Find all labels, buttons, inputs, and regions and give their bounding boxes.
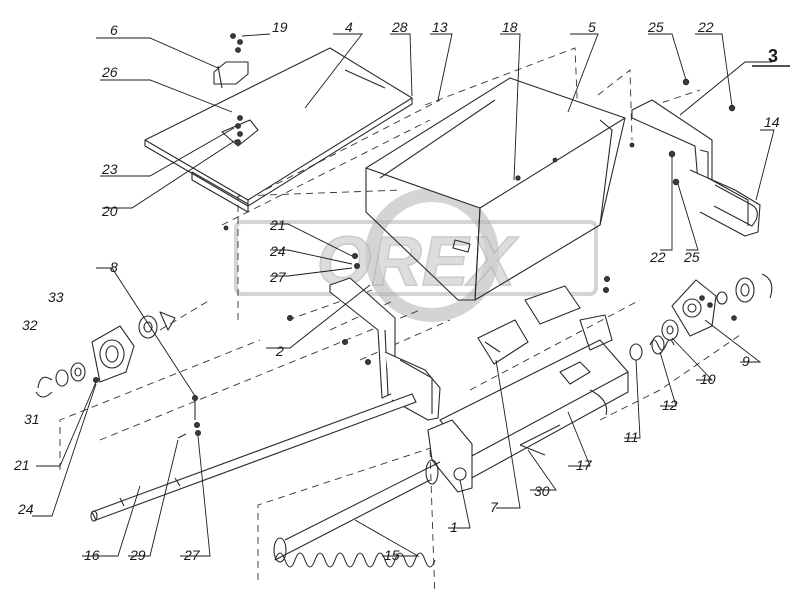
callout-20: 20: [101, 203, 118, 219]
part-15-spring: [273, 459, 441, 568]
part-4-cover-plate: [144, 47, 413, 231]
callout-17: 17: [576, 457, 593, 473]
callout-26: 26: [101, 64, 118, 80]
part-21-nut: [93, 376, 100, 383]
callout-10: 10: [700, 371, 716, 387]
callout-33: 33: [48, 289, 64, 305]
part-1-main-housing: [427, 314, 629, 493]
part-32-washer: [55, 369, 69, 387]
callout-underlines: [96, 37, 790, 177]
callout-21-mid: 21: [269, 217, 286, 233]
callout-27-bottom: 27: [183, 547, 201, 563]
callout-24-mid: 24: [269, 243, 286, 259]
part-3-right-bracket: [631, 78, 761, 237]
callout-6: 6: [110, 22, 118, 38]
part-33-bearing: [70, 362, 86, 382]
part-left-bearing-housing: [91, 311, 176, 383]
callout-8: 8: [110, 259, 118, 275]
callout-22-top: 22: [697, 19, 714, 35]
part-11-ring: [629, 343, 643, 361]
part-16-shaft: [90, 393, 417, 522]
part-9-right-bearing-housing: [671, 279, 717, 337]
part-8-bolt: [191, 394, 201, 436]
callout-25-right: 25: [683, 249, 700, 265]
callout-9: 9: [742, 353, 750, 369]
part-12-spring: [649, 335, 675, 355]
callout-labels: 6 19 4 28 13 18 5 25 22 3 26 14 23 20 22…: [13, 19, 780, 563]
callout-22-right: 22: [649, 249, 666, 265]
callout-7: 7: [490, 499, 499, 515]
callout-29: 29: [129, 547, 146, 563]
callout-21-left: 21: [13, 457, 30, 473]
callout-16: 16: [84, 547, 100, 563]
callout-3: 3: [768, 46, 778, 66]
part-bearing-rings-right: [716, 273, 773, 321]
callout-19: 19: [272, 19, 288, 35]
callout-5: 5: [588, 19, 596, 35]
callout-32: 32: [22, 317, 38, 333]
callout-4: 4: [345, 19, 353, 35]
callout-13: 13: [432, 19, 448, 35]
part-29-key: [177, 433, 187, 439]
part-5-hopper-box: [365, 77, 635, 301]
part-7-scraper-plate: [477, 319, 529, 365]
callout-2: 2: [275, 343, 284, 359]
part-31-snap-ring: [35, 376, 53, 398]
callout-28: 28: [391, 19, 408, 35]
callout-27-mid: 27: [269, 269, 287, 285]
callout-14: 14: [764, 114, 780, 130]
callout-1: 1: [450, 519, 458, 535]
callout-30: 30: [534, 483, 550, 499]
part-upper-plate: [524, 275, 611, 325]
callout-12: 12: [662, 397, 678, 413]
part-30-rod: [519, 444, 546, 456]
callout-31: 31: [24, 411, 40, 427]
callout-24-left: 24: [17, 501, 34, 517]
callout-18: 18: [502, 19, 518, 35]
callout-15: 15: [384, 547, 400, 563]
callout-11: 11: [624, 429, 639, 445]
part-6-hinge-bracket: [213, 33, 249, 89]
callout-25-top: 25: [647, 19, 664, 35]
callout-23: 23: [101, 161, 118, 177]
part-10-washer: [661, 319, 679, 341]
part-14-u-bolt: [713, 184, 758, 227]
